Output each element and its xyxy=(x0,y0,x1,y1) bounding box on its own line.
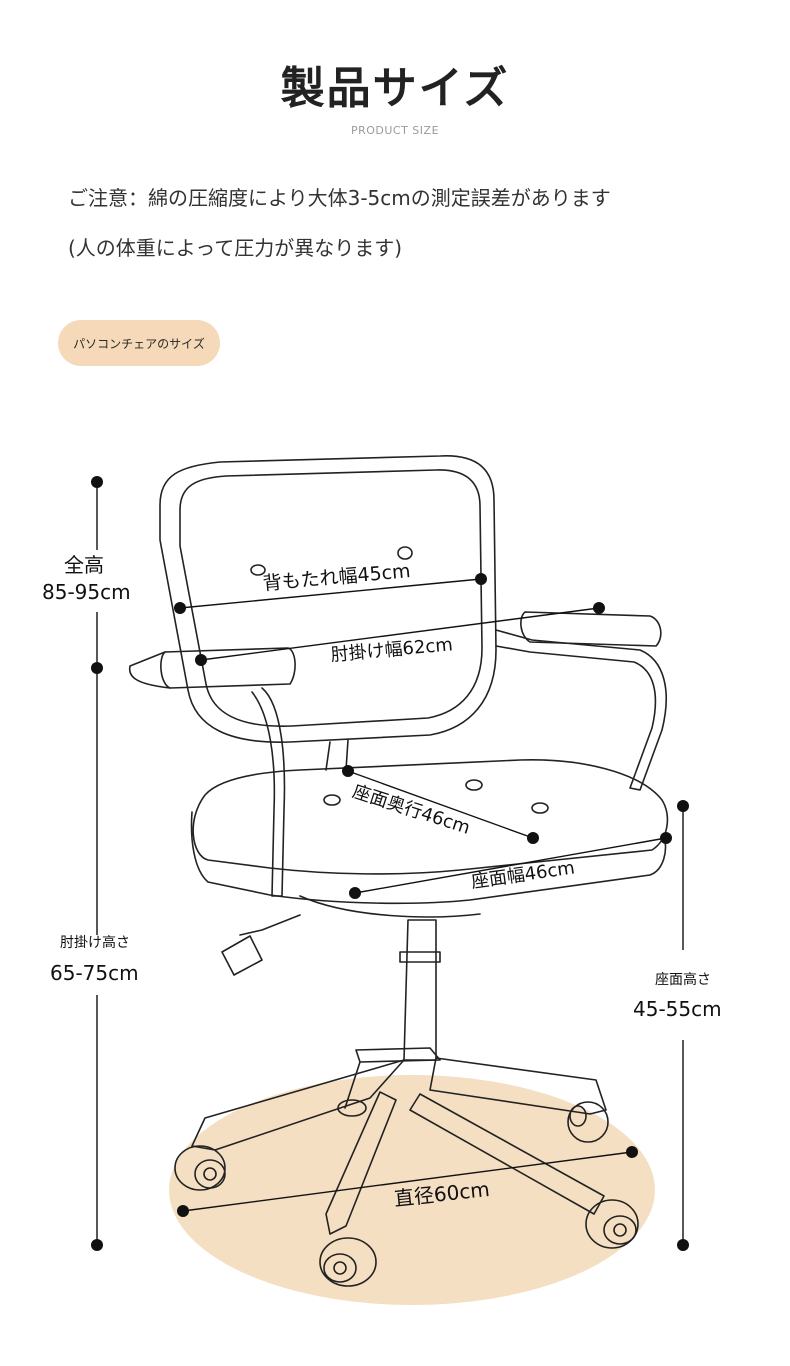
measurement-note: ご注意：綿の圧縮度により大体3-5cmの測定誤差があります xyxy=(68,186,611,210)
seat-depth-back-dot xyxy=(342,765,354,777)
seat-width-right-dot xyxy=(660,832,672,844)
page-subtitle: PRODUCT SIZE xyxy=(350,124,440,137)
total-height-label: 全高 xyxy=(64,553,104,577)
armrest-height-value: 65-75cm xyxy=(50,961,139,985)
dimension-lines xyxy=(96,482,684,1245)
seat-height-value: 45-55cm xyxy=(633,997,722,1021)
seat-height-top-dot xyxy=(677,800,689,812)
page-title: 製品サイズ xyxy=(280,63,510,114)
total-height-value: 85-95cm xyxy=(42,580,131,604)
seat-width-left-dot xyxy=(349,887,361,899)
floor-right-dot xyxy=(677,1239,689,1251)
seat-depth-front-dot xyxy=(527,832,539,844)
section-badge: パソコンチェアのサイズ xyxy=(58,320,220,366)
chair-outline xyxy=(128,455,669,1287)
floor-shadow xyxy=(169,1075,655,1305)
armrest-height-label: 肘掛け高さ xyxy=(60,935,130,951)
armrest-left-dot xyxy=(195,654,207,666)
backrest-left-dot xyxy=(174,602,186,614)
floor-left-dot xyxy=(91,1239,103,1251)
armrest-right-dot xyxy=(593,602,605,614)
armrest-height-top-dot xyxy=(91,662,103,674)
base-left-dot xyxy=(177,1205,189,1217)
backrest-right-dot xyxy=(475,573,487,585)
weight-note: (人の体重によって圧力が異なります) xyxy=(68,236,403,260)
seat-height-label: 座面高さ xyxy=(655,972,711,988)
total-height-top-dot xyxy=(91,476,103,488)
base-right-dot xyxy=(626,1146,638,1158)
dimension-points xyxy=(91,476,689,1251)
